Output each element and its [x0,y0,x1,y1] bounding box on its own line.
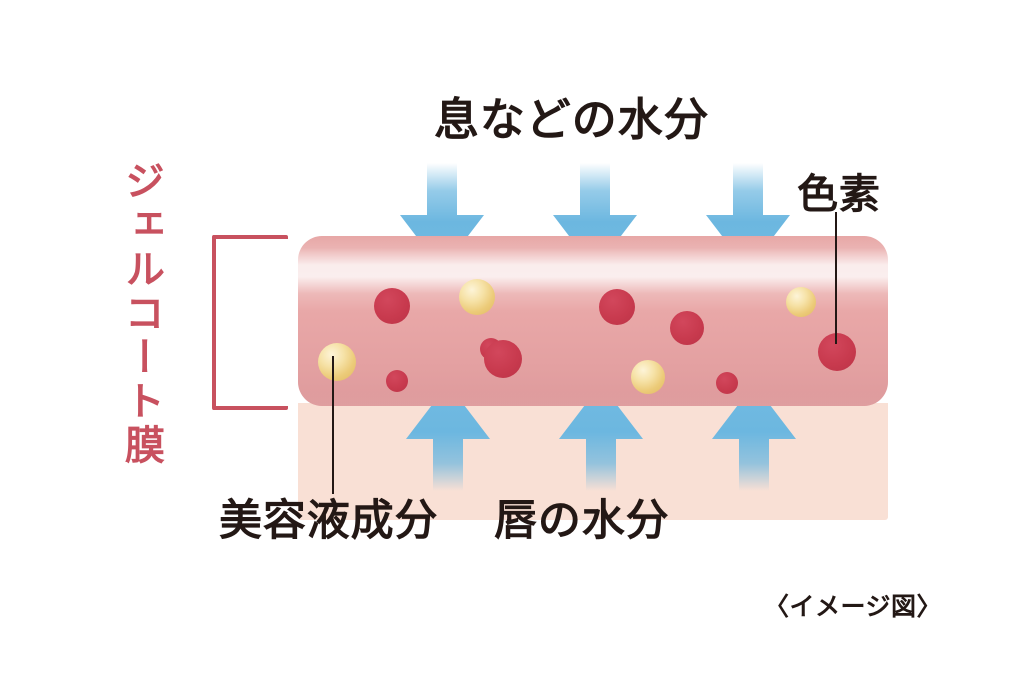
serum-leader-line [332,356,334,494]
breath-moisture-arrow-3 [706,163,790,270]
pigment-leader-line [835,212,837,344]
lip-moisture-arrow-3 [712,384,796,491]
serum-particle [459,279,495,315]
label-serum-ingredient: 美容液成分 [219,496,439,546]
serum-particle [786,287,816,317]
figure-caption: 〈イメージ図〉 [764,592,943,621]
label-gel-coat-film: ジェルコート膜 [118,160,164,468]
label-lip-moisture: 唇の水分 [494,496,670,546]
gel-coat-layer [298,236,888,406]
pigment-particle [716,372,738,394]
serum-particle [318,343,356,381]
gel-coat-bracket [212,235,288,410]
label-breath-moisture: 息などの水分 [434,93,710,146]
pigment-particle [599,289,635,325]
lip-moisture-arrow-2 [559,384,643,491]
breath-moisture-arrow-1 [400,163,484,270]
lip-moisture-arrow-1 [406,384,490,491]
pigment-particle [670,311,704,345]
label-pigment: 色素 [797,170,881,218]
pigment-particle [386,370,408,392]
serum-particle [631,360,665,394]
breath-moisture-arrow-2 [553,163,637,270]
pigment-particle [374,288,410,324]
pigment-particle [484,340,522,378]
pigment-particle [818,333,856,371]
